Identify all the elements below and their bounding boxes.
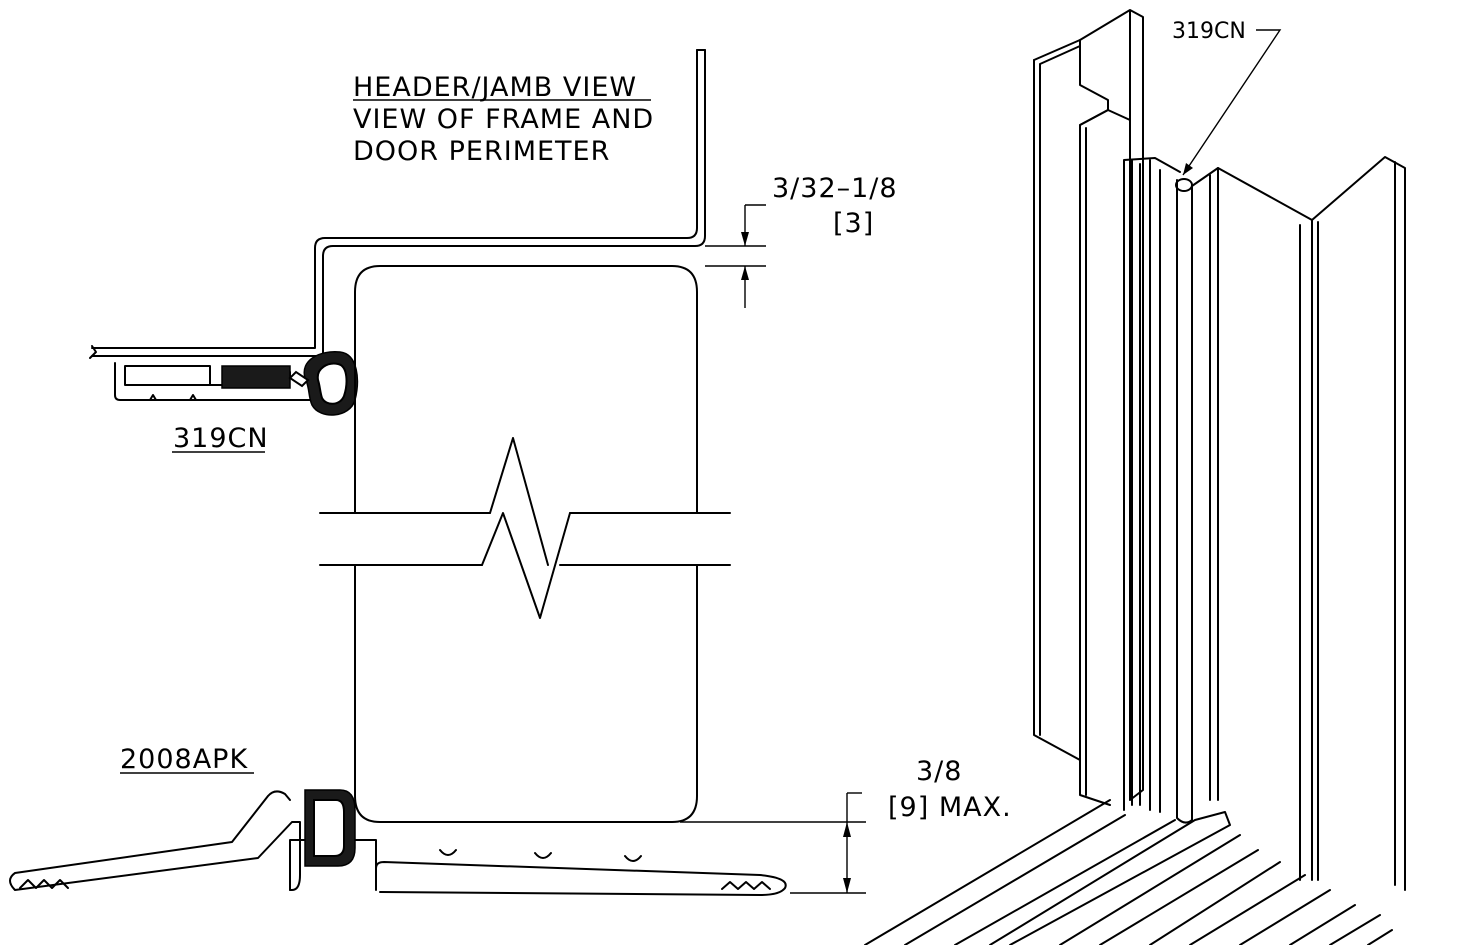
seal-brush: [221, 365, 291, 389]
frame-profile-inner: [91, 49, 706, 357]
dim-bottom-arrow-up: [843, 822, 851, 837]
dim-top-arrow-up: [741, 266, 749, 280]
threshold-serrations-left: [19, 879, 69, 889]
seal-carrier-ribs: [149, 394, 197, 401]
dim-bottom-value: 3/8: [916, 756, 962, 787]
threshold-serrations-right: [721, 881, 771, 890]
seal-carrier: [114, 362, 319, 401]
door-leaf-upper: [354, 265, 698, 514]
iso-callout-leader: [1182, 29, 1282, 176]
threshold-profile: [9, 790, 787, 896]
sweep-part-label: 2008APK: [120, 744, 248, 775]
frame-break-mark: [89, 345, 97, 359]
break-zigzag: [481, 437, 571, 619]
iso-seal-bulb: [1176, 179, 1193, 824]
dim-bottom-arrow-down: [843, 878, 851, 893]
dim-bottom-metric: [9] MAX.: [888, 792, 1012, 823]
iso-frame-rabbet: [1079, 109, 1131, 796]
sweep-gasket-hollow: [313, 799, 345, 857]
section-view: HEADER/JAMB VIEW VIEW OF FRAME AND DOOR …: [9, 49, 1012, 896]
iso-frame-left-return: [1033, 39, 1081, 736]
iso-frame-left-base: [1079, 759, 1111, 806]
dim-top-value: 3/32–1/8: [772, 173, 898, 204]
iso-callout-arrow: [1183, 163, 1193, 175]
iso-frame-right-face: [1209, 167, 1301, 881]
dim-top-metric: [3]: [833, 208, 874, 239]
view-subtitle-line1: VIEW OF FRAME AND: [353, 104, 654, 135]
door-leaf-lower: [354, 564, 698, 823]
threshold-grooves: [439, 849, 642, 862]
iso-threshold: [864, 799, 1393, 945]
iso-seal-bulb-end: [1175, 178, 1193, 192]
iso-part-label: 319CN: [1172, 19, 1246, 44]
seal-bulb-hollow: [316, 362, 348, 405]
isometric-view: 319CN: [864, 9, 1406, 945]
dim-top-arrow-down: [741, 232, 749, 246]
view-title: HEADER/JAMB VIEW: [353, 72, 637, 103]
seal-lip: [288, 370, 310, 388]
iso-frame-left: [1033, 9, 1144, 801]
seal-part-label: 319CN: [173, 423, 269, 454]
iso-frame-right: [1191, 156, 1406, 891]
iso-seal-carrier: [1123, 157, 1181, 811]
view-subtitle-line2: DOOR PERIMETER: [353, 136, 610, 167]
frame-profile: [91, 49, 698, 349]
iso-seal-strip: [1149, 159, 1161, 813]
